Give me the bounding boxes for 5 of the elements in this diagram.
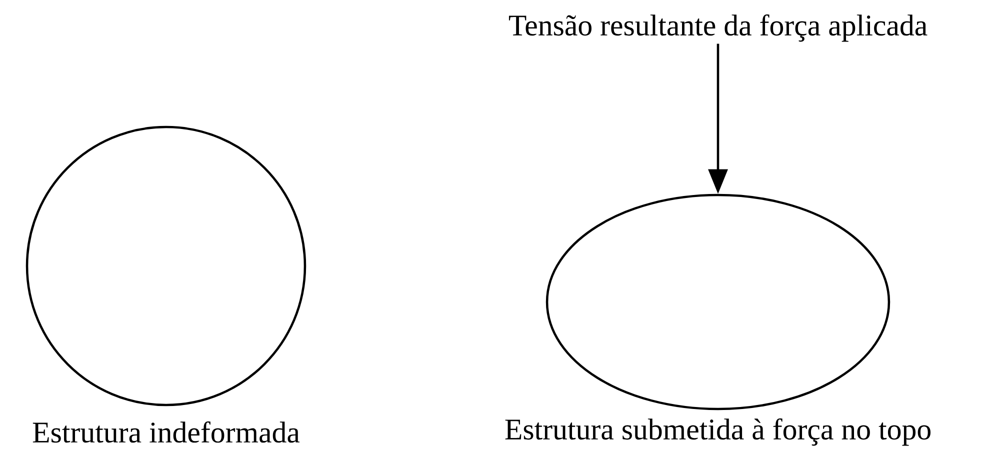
circle-shape [26, 126, 306, 406]
text-label: Tensão resultante da força aplicada [508, 14, 928, 42]
node-label: Estrutura indeformada [32, 421, 300, 443]
node-label: Estrutura submetida à força no topo [505, 418, 930, 446]
ellipse-shape [546, 194, 890, 410]
